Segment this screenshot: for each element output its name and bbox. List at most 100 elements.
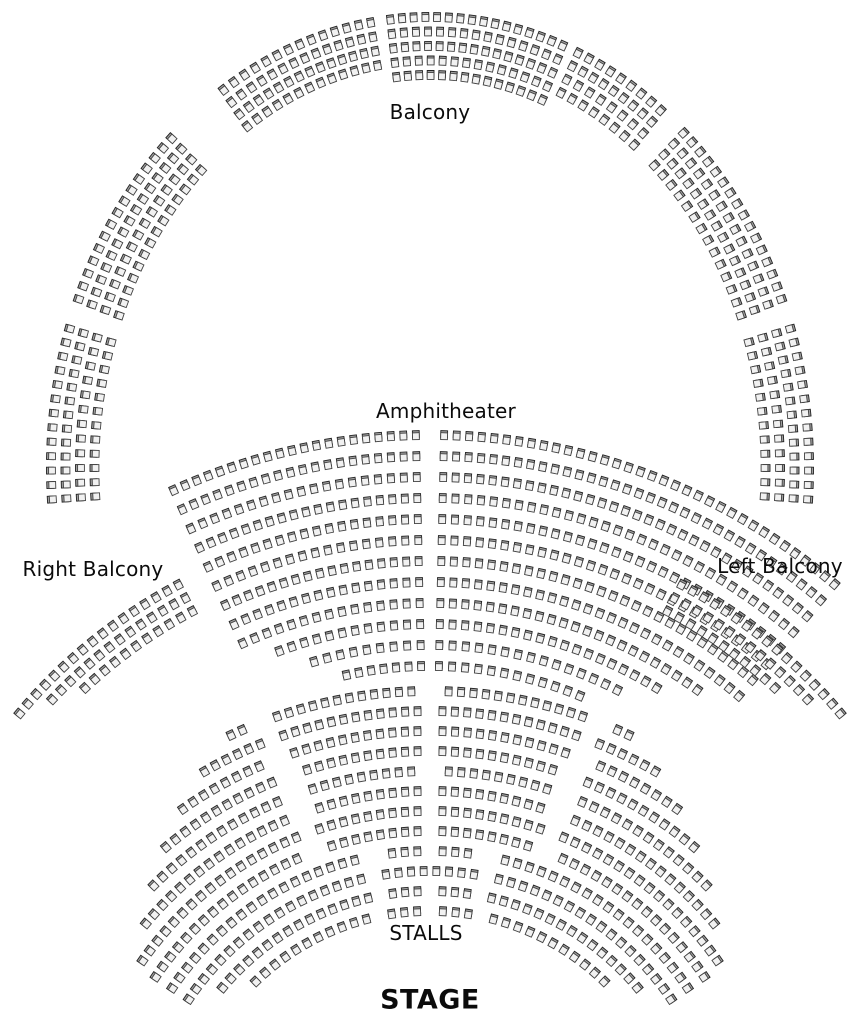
seat[interactable] bbox=[688, 534, 700, 547]
seat[interactable] bbox=[658, 951, 672, 965]
seat[interactable] bbox=[189, 818, 202, 831]
seat[interactable] bbox=[603, 830, 615, 844]
seat[interactable] bbox=[434, 661, 443, 672]
seat[interactable] bbox=[249, 806, 261, 819]
seat[interactable] bbox=[296, 894, 308, 907]
seat[interactable] bbox=[118, 195, 131, 207]
seat[interactable] bbox=[681, 982, 695, 995]
seat[interactable] bbox=[57, 660, 70, 673]
seat[interactable] bbox=[450, 535, 459, 546]
seat[interactable] bbox=[235, 569, 247, 582]
seat[interactable] bbox=[457, 767, 466, 778]
seat[interactable] bbox=[388, 42, 398, 54]
seat[interactable] bbox=[522, 903, 533, 915]
seat[interactable] bbox=[680, 598, 692, 611]
seat[interactable] bbox=[235, 88, 248, 101]
seat[interactable] bbox=[151, 934, 164, 947]
seat[interactable] bbox=[150, 225, 163, 238]
seat[interactable] bbox=[267, 841, 280, 854]
seat[interactable] bbox=[462, 888, 472, 899]
seat[interactable] bbox=[774, 449, 785, 458]
seat[interactable] bbox=[337, 857, 348, 870]
seat[interactable] bbox=[801, 693, 815, 706]
seat[interactable] bbox=[501, 518, 511, 530]
seat[interactable] bbox=[774, 434, 785, 443]
seat[interactable] bbox=[524, 861, 535, 874]
seat[interactable] bbox=[476, 473, 485, 485]
seat[interactable] bbox=[375, 728, 385, 740]
seat[interactable] bbox=[668, 591, 681, 605]
seat[interactable] bbox=[386, 473, 396, 484]
seat[interactable] bbox=[325, 501, 336, 513]
seat[interactable] bbox=[141, 632, 153, 645]
seat[interactable] bbox=[774, 341, 786, 352]
seat[interactable] bbox=[148, 151, 161, 165]
seat[interactable] bbox=[82, 268, 95, 279]
seat[interactable] bbox=[242, 928, 255, 941]
seat[interactable] bbox=[338, 816, 349, 828]
seat[interactable] bbox=[243, 589, 254, 602]
seat[interactable] bbox=[363, 730, 373, 741]
seat[interactable] bbox=[525, 458, 536, 470]
seat[interactable] bbox=[271, 98, 284, 112]
seat[interactable] bbox=[644, 857, 657, 871]
seat[interactable] bbox=[301, 937, 313, 950]
seat[interactable] bbox=[350, 603, 360, 615]
seat[interactable] bbox=[601, 876, 613, 889]
seat[interactable] bbox=[45, 693, 59, 706]
seat[interactable] bbox=[83, 657, 96, 670]
seat[interactable] bbox=[294, 38, 306, 51]
seat[interactable] bbox=[217, 531, 228, 544]
seat[interactable] bbox=[585, 913, 597, 926]
seat[interactable] bbox=[448, 640, 457, 651]
seat[interactable] bbox=[284, 900, 297, 913]
seat[interactable] bbox=[209, 759, 222, 772]
seat[interactable] bbox=[689, 187, 703, 200]
seat[interactable] bbox=[605, 101, 618, 114]
seat[interactable] bbox=[547, 937, 559, 950]
seat[interactable] bbox=[747, 260, 760, 272]
seat[interactable] bbox=[264, 603, 275, 616]
seat[interactable] bbox=[438, 826, 447, 837]
seat[interactable] bbox=[400, 846, 409, 858]
seat[interactable] bbox=[684, 618, 697, 631]
seat[interactable] bbox=[143, 182, 157, 195]
seat[interactable] bbox=[413, 493, 422, 504]
seat[interactable] bbox=[338, 795, 349, 807]
seat[interactable] bbox=[89, 464, 100, 472]
seat[interactable] bbox=[761, 635, 774, 648]
seat[interactable] bbox=[111, 206, 124, 219]
seat[interactable] bbox=[571, 643, 583, 656]
seat[interactable] bbox=[363, 892, 374, 904]
seat[interactable] bbox=[512, 478, 522, 489]
seat[interactable] bbox=[631, 509, 643, 522]
seat[interactable] bbox=[30, 687, 43, 701]
seat[interactable] bbox=[785, 570, 798, 583]
seat[interactable] bbox=[363, 496, 372, 507]
seat[interactable] bbox=[138, 217, 151, 230]
seat[interactable] bbox=[335, 457, 345, 469]
seat[interactable] bbox=[87, 255, 100, 267]
seat[interactable] bbox=[780, 651, 794, 665]
seat[interactable] bbox=[167, 915, 181, 929]
seat[interactable] bbox=[564, 509, 574, 522]
seat[interactable] bbox=[682, 177, 695, 190]
seat[interactable] bbox=[617, 616, 629, 629]
seat[interactable] bbox=[271, 931, 284, 945]
seat[interactable] bbox=[624, 944, 637, 958]
seat[interactable] bbox=[179, 479, 191, 492]
seat[interactable] bbox=[725, 284, 738, 295]
seat[interactable] bbox=[157, 214, 170, 227]
seat[interactable] bbox=[487, 559, 496, 571]
seat[interactable] bbox=[594, 738, 606, 751]
seat[interactable] bbox=[737, 665, 750, 679]
seat[interactable] bbox=[333, 39, 344, 52]
seat[interactable] bbox=[413, 706, 422, 717]
seat[interactable] bbox=[147, 907, 161, 921]
seat[interactable] bbox=[700, 178, 714, 191]
seat[interactable] bbox=[438, 846, 447, 857]
seat[interactable] bbox=[728, 255, 742, 267]
seat[interactable] bbox=[233, 963, 246, 976]
seat[interactable] bbox=[374, 431, 383, 443]
seat[interactable] bbox=[373, 452, 383, 464]
